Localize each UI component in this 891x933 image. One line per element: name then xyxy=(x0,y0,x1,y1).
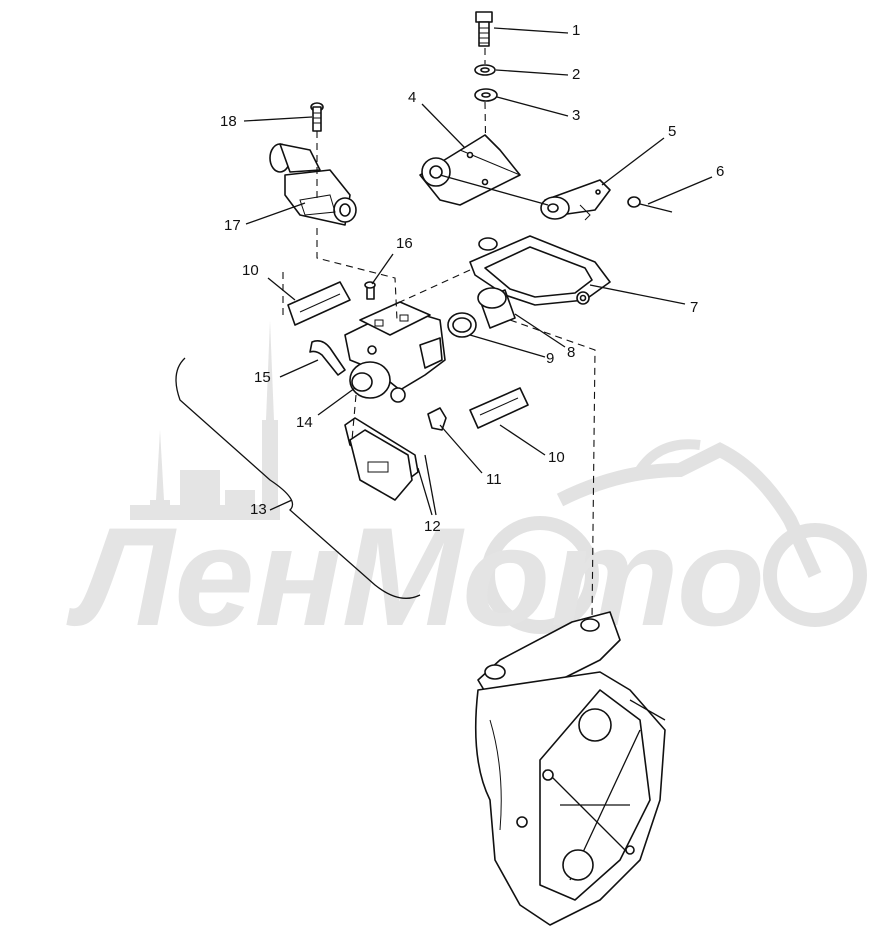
callout-2: 2 xyxy=(572,66,581,83)
callout-1: 1 xyxy=(572,22,581,39)
callout-12: 12 xyxy=(424,518,441,535)
callout-6: 6 xyxy=(716,163,725,180)
callout-10-lower: 10 xyxy=(548,449,565,466)
part-18-bolt xyxy=(310,102,324,132)
callout-17: 17 xyxy=(224,217,241,234)
part-12-brake-pads xyxy=(344,417,419,501)
part-10-pad-lower xyxy=(469,387,529,429)
callout-7: 7 xyxy=(690,299,699,316)
callout-3: 3 xyxy=(572,107,581,124)
part-8-sleeve xyxy=(477,287,516,329)
part-caliper-body xyxy=(344,301,446,391)
part-13-hose-line xyxy=(175,357,421,599)
watermark-text: ЛенМото xyxy=(66,498,765,655)
part-15-hose-fitting xyxy=(309,340,346,376)
callout-10-upper: 10 xyxy=(242,262,259,279)
callout-9: 9 xyxy=(546,350,555,367)
callout-11: 11 xyxy=(486,471,502,488)
callout-16: 16 xyxy=(396,235,413,252)
part-10-pad-upper xyxy=(287,281,351,326)
part-17-master-cylinder xyxy=(269,143,357,226)
part-1-bolt xyxy=(475,11,493,47)
callout-8: 8 xyxy=(567,344,576,361)
part-2-lock-washer xyxy=(474,64,496,76)
part-5-arm xyxy=(540,179,611,221)
part-14-piston xyxy=(349,361,406,403)
part-4-bracket xyxy=(419,134,521,206)
part-7-frame xyxy=(469,235,611,306)
callout-5: 5 xyxy=(668,123,677,140)
part-6-pin xyxy=(627,196,673,213)
part-11-bleeder xyxy=(427,407,447,431)
callout-4: 4 xyxy=(408,89,417,106)
skyline-watermark-icon xyxy=(130,320,280,520)
chaincase-housing xyxy=(474,611,666,926)
callout-15: 15 xyxy=(254,369,271,386)
part-3-washer xyxy=(474,88,498,102)
callout-14: 14 xyxy=(296,414,313,431)
part-16-screw xyxy=(364,281,376,300)
callout-18: 18 xyxy=(220,113,237,130)
part-9-o-ring xyxy=(447,312,477,338)
leader-lines xyxy=(243,27,713,516)
callout-13: 13 xyxy=(250,501,267,518)
